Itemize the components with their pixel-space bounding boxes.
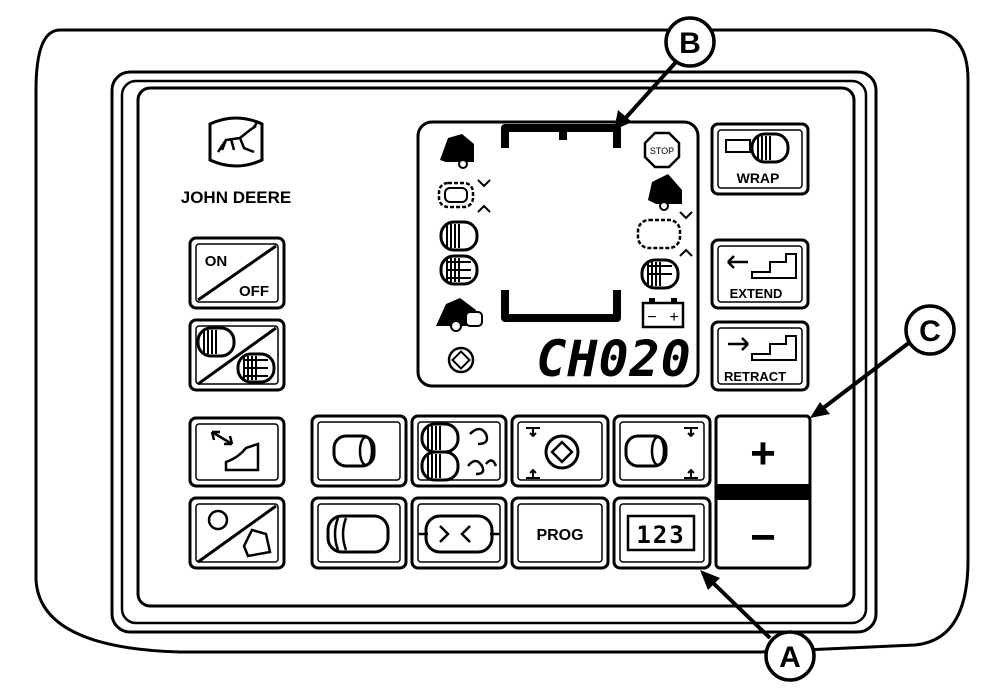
battery-icon: − +: [641, 298, 685, 329]
brand-name: JOHN DEERE: [181, 188, 292, 207]
twine-roll-right-icon: [640, 258, 680, 290]
counter-digits: 123: [636, 521, 685, 549]
plus-button[interactable]: +: [720, 420, 806, 482]
bale-type-select-button[interactable]: [188, 318, 286, 392]
twine-roll-icon: [439, 254, 479, 286]
callout-b-label: B: [679, 27, 701, 60]
on-label: ON: [205, 253, 228, 270]
baler-gate-icon: [440, 134, 474, 169]
callout-b: B: [614, 16, 716, 130]
svg-text:+: +: [669, 309, 678, 326]
bale-width-button[interactable]: [410, 496, 508, 570]
callout-a: A: [700, 570, 816, 682]
callout-c-label: C: [919, 315, 941, 348]
extend-button[interactable]: EXTEND: [710, 238, 810, 310]
extend-label: EXTEND: [730, 286, 783, 301]
svg-text:−: −: [647, 309, 656, 326]
tailgate-lock-button[interactable]: [188, 496, 286, 570]
wrap-type-button[interactable]: [410, 414, 508, 488]
bale-size-button[interactable]: [612, 414, 712, 488]
off-label: OFF: [239, 283, 269, 300]
knife-icon: [447, 346, 475, 374]
retract-button[interactable]: RETRACT: [710, 320, 810, 392]
bale-wrap-count-button[interactable]: [310, 414, 408, 488]
on-off-button[interactable]: ON OFF: [188, 236, 286, 310]
stop-icon: STOP: [643, 131, 681, 169]
plus-label: +: [750, 429, 776, 478]
counter-button[interactable]: 123: [612, 496, 712, 570]
retract-label: RETRACT: [724, 369, 786, 384]
panel-face: [136, 86, 856, 608]
tailgate-open-icon: [648, 174, 682, 211]
net-wrap-roll-icon: [439, 220, 479, 252]
bale-kicker-icon: [436, 298, 483, 332]
bale-size-large-icon: [636, 211, 693, 257]
bezel-outer: [110, 70, 878, 634]
prog-button[interactable]: PROG: [510, 496, 610, 570]
lcd-display: STOP − + CH020: [416, 120, 700, 388]
minus-button[interactable]: −: [720, 502, 806, 564]
bale-size-small-icon: [437, 179, 491, 213]
svg-text:STOP: STOP: [650, 146, 674, 156]
lcd-readout: CH020: [536, 330, 692, 388]
bale-diameter-button[interactable]: [310, 496, 408, 570]
minus-label: −: [750, 513, 776, 562]
wrap-button[interactable]: WRAP: [710, 122, 810, 196]
bezel-middle: [120, 79, 868, 625]
callout-c: C: [810, 304, 956, 418]
tailgate-button[interactable]: [188, 416, 286, 488]
wrap-label: WRAP: [737, 170, 780, 186]
callout-a-label: A: [779, 641, 801, 674]
deer-logo-icon: [208, 116, 264, 168]
prog-label: PROG: [536, 527, 583, 544]
bale-chamber-outline: [501, 124, 621, 322]
knife-select-button[interactable]: [510, 414, 610, 488]
